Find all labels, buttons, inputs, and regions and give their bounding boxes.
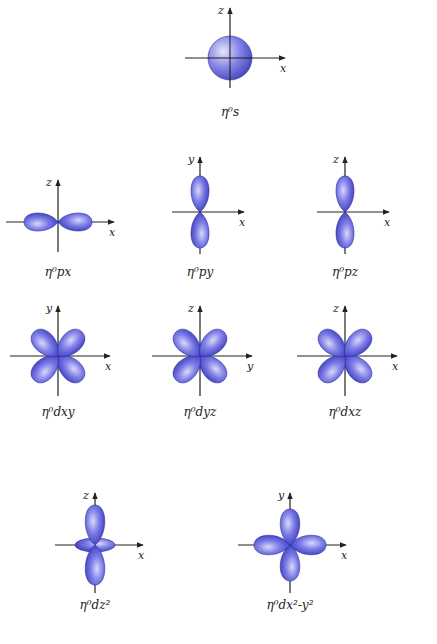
- orbital-lobe: [191, 212, 209, 248]
- axis-label: z: [83, 490, 89, 501]
- axis-label: x: [341, 550, 347, 561]
- axis-label: x: [392, 361, 398, 372]
- orbital-name: η⁰dyz: [184, 406, 217, 418]
- axis-line: [185, 57, 285, 58]
- axis-label: y: [278, 490, 284, 501]
- axis-line: [229, 8, 230, 88]
- axis-label: z: [188, 303, 194, 314]
- axis-label: z: [333, 154, 339, 165]
- orbital-name: η⁰dxy: [41, 406, 74, 418]
- axis-label: z: [333, 303, 339, 314]
- orbital-lobe: [24, 213, 58, 231]
- axis-label: x: [280, 63, 286, 74]
- axis-label: y: [46, 303, 52, 314]
- orbital-lobe: [85, 545, 105, 585]
- axis-line: [317, 211, 389, 212]
- orbital-lobe: [191, 176, 209, 212]
- axis-label: y: [247, 361, 253, 372]
- axis-label: z: [218, 5, 224, 16]
- orbital-name: η⁰px: [45, 266, 71, 278]
- axis-label: x: [138, 550, 144, 561]
- orbital-lobe: [280, 509, 300, 545]
- axis-label: x: [239, 217, 245, 228]
- orbital-name: η⁰dz²: [80, 599, 111, 611]
- orbital-name: η⁰pz: [332, 266, 358, 278]
- orbital-name: η⁰py: [187, 266, 213, 278]
- axis-label: x: [109, 227, 115, 238]
- axis-label: y: [188, 154, 194, 165]
- orbital-name: η⁰dxz: [329, 406, 362, 418]
- orbital-lobe: [336, 176, 354, 212]
- axis-line: [57, 180, 58, 252]
- axis-line: [230, 36, 231, 80]
- axis-label: x: [105, 361, 111, 372]
- orbital-lobe: [58, 213, 92, 231]
- orbital-lobe: [336, 212, 354, 248]
- axis-label: x: [384, 217, 390, 228]
- orbital-lobe: [51, 325, 90, 364]
- orbital-lobe: [85, 505, 105, 545]
- axis-label: z: [46, 177, 52, 188]
- s-sphere: [208, 36, 252, 80]
- orbital-lobe: [338, 325, 377, 364]
- orbital-name: η⁰dx²-y²: [267, 599, 314, 611]
- orbital-name: η⁰s: [221, 106, 239, 118]
- orbital-lobe: [193, 325, 232, 364]
- axis-line: [172, 211, 244, 212]
